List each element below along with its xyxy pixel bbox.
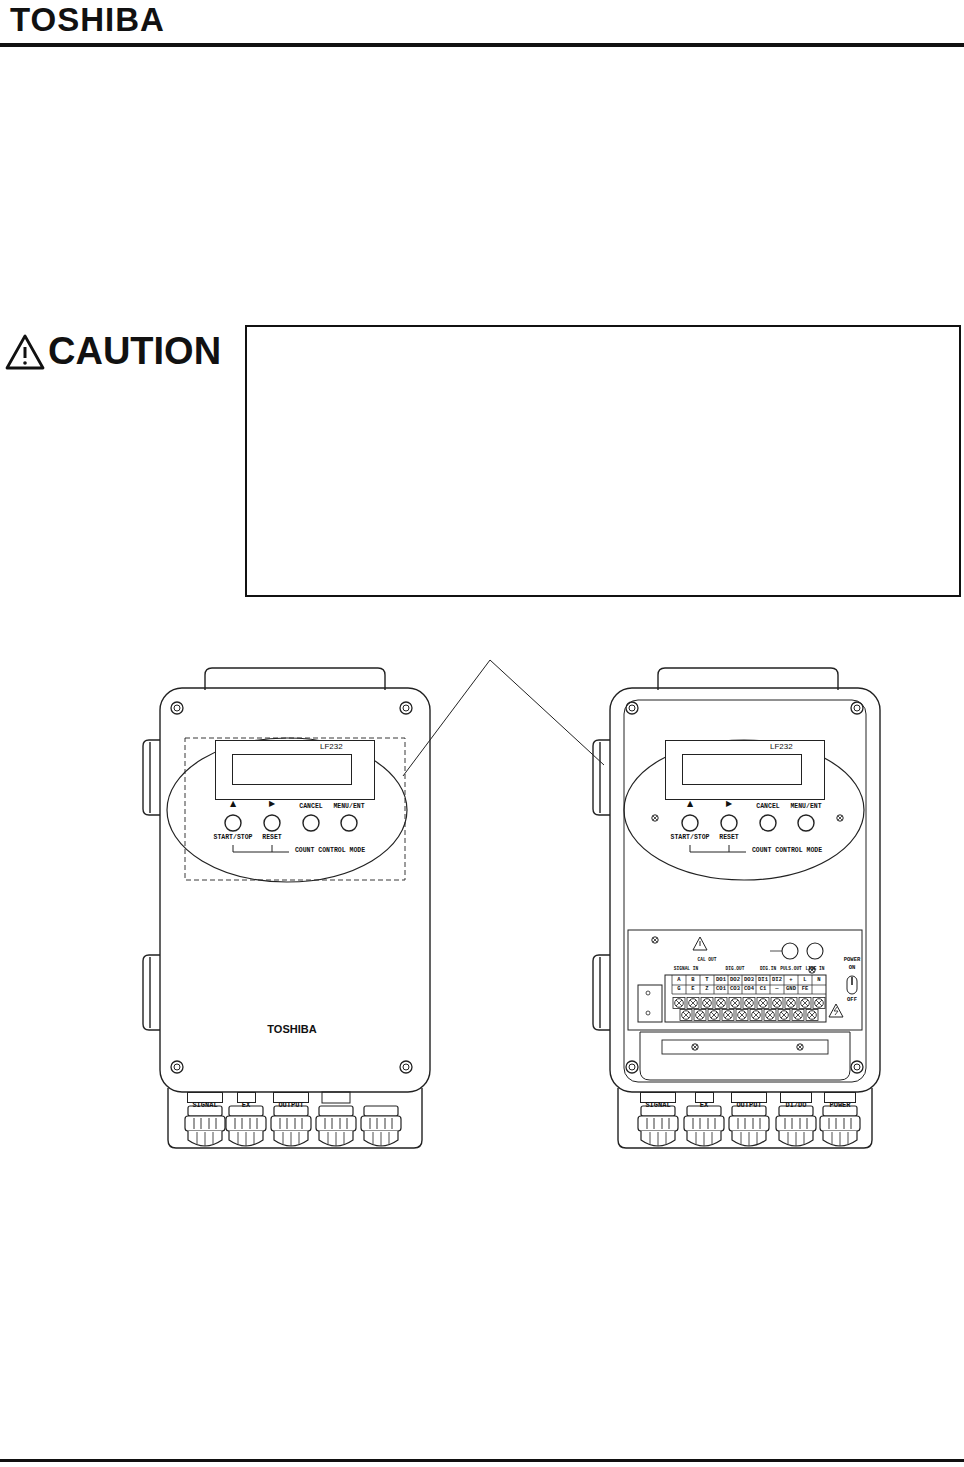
terminal-group-label: PULS.OUT xyxy=(780,966,802,971)
terminal-name: T xyxy=(705,977,708,983)
key-symbol: ▶ xyxy=(726,799,732,808)
terminal-name: G xyxy=(677,986,680,992)
key-label: RESET xyxy=(719,834,739,841)
terminal-name: A xyxy=(677,977,680,983)
terminal-name: DO3 xyxy=(744,977,754,983)
gland-label: POWER xyxy=(829,1101,850,1110)
terminal-group-label: CAL OUT xyxy=(698,957,717,962)
terminal-name: DI1 xyxy=(758,977,768,983)
key-label: RESET xyxy=(262,834,282,841)
key-symbol: ▲ xyxy=(230,799,236,808)
caution-heading: CAUTION xyxy=(48,332,221,370)
terminal-name: CO1 xyxy=(716,986,726,992)
gland-tag: POWER xyxy=(824,1092,856,1103)
switch-label: POWER xyxy=(844,957,861,963)
lcd-window xyxy=(682,754,802,785)
terminal-name: + xyxy=(789,977,792,983)
gland-label: EX xyxy=(700,1101,708,1110)
gland-tag: OUTPUT xyxy=(273,1092,309,1103)
lcd-display: LF232 xyxy=(665,740,825,800)
key-label: CANCEL xyxy=(756,803,779,810)
terminal-name: Z xyxy=(705,986,708,992)
key-label: MENU/ENT xyxy=(333,803,364,810)
gland-label: DI/DO xyxy=(785,1101,806,1110)
gland-label: OUTPUT xyxy=(278,1101,303,1110)
terminal-name: C1 xyxy=(760,986,767,992)
terminal-group-label: LINE IN xyxy=(806,966,825,971)
terminal-group-label: DIG.OUT xyxy=(726,966,745,971)
key-symbol: ▶ xyxy=(269,799,275,808)
switch-label: OFF xyxy=(847,997,857,1003)
terminal-name: — xyxy=(775,986,778,992)
gland-tag: OUTPUT xyxy=(731,1092,767,1103)
switch-label: ON xyxy=(849,965,856,971)
terminal-group-label: DIG.IN xyxy=(760,966,776,971)
cover-logo: TOSHIBA xyxy=(267,1023,316,1036)
terminal-name: CO4 xyxy=(744,986,754,992)
terminal-name: FE xyxy=(802,986,809,992)
gland-tag: SIGNAL xyxy=(187,1092,223,1103)
key-symbol: ▲ xyxy=(687,799,693,808)
terminal-name: E xyxy=(691,986,694,992)
terminal-name: DO1 xyxy=(716,977,726,983)
terminal-name: GND xyxy=(786,986,796,992)
gland-tag: DI/DO xyxy=(780,1092,812,1103)
gland-tag: EX xyxy=(695,1092,714,1103)
key-label: START/STOP xyxy=(670,834,709,841)
gland-label: OUTPUT xyxy=(736,1101,761,1110)
gland-label: SIGNAL xyxy=(645,1101,670,1110)
model-name: LF232 xyxy=(320,742,343,751)
terminal-name: DO2 xyxy=(730,977,740,983)
terminal-name: DI2 xyxy=(772,977,782,983)
terminal-name: B xyxy=(691,977,694,983)
key-label: MENU/ENT xyxy=(790,803,821,810)
terminal-group-label: SIGNAL IN xyxy=(674,966,698,971)
mode-label: COUNT CONTROL MODE xyxy=(295,847,365,854)
brand-logo: TOSHIBA xyxy=(10,3,165,36)
gland-tag: SIGNAL xyxy=(640,1092,676,1103)
lcd-window xyxy=(232,754,352,785)
terminal-name: L xyxy=(803,977,806,983)
model-name: LF232 xyxy=(770,742,793,751)
lcd-display: LF232 xyxy=(215,740,375,800)
mode-label: COUNT CONTROL MODE xyxy=(752,847,822,854)
gland-label: SIGNAL xyxy=(192,1101,217,1110)
gland-tag: EX xyxy=(237,1092,256,1103)
key-label: CANCEL xyxy=(299,803,322,810)
gland-label: EX xyxy=(242,1101,250,1110)
terminal-name: N xyxy=(817,977,820,983)
key-label: START/STOP xyxy=(213,834,252,841)
terminal-name: CO3 xyxy=(730,986,740,992)
